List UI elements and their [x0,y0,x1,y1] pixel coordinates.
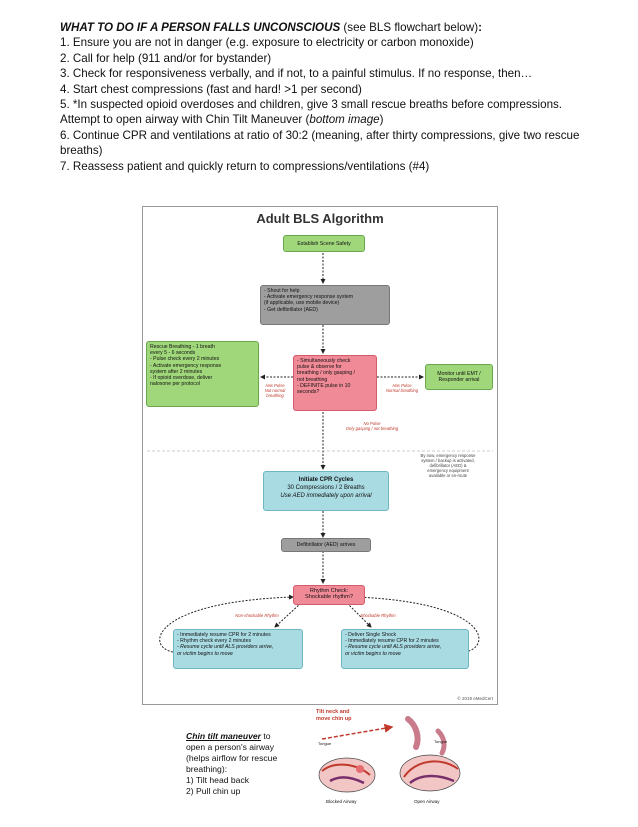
label-has-pulse-not-normal: Has Pulse Not normal breathing [264,383,286,398]
rhythm-check-box: Rhythm Check: Shockable rhythm? [293,585,365,605]
pulse-check-box: - Simultaneously check pulse & observe f… [293,355,377,411]
non-shockable-action-box: - Immediately resume CPR for 2 minutes -… [173,629,303,669]
label-non-shockable: Non-shockable Rhythm [235,613,279,618]
chin-tilt-illustration: Tilt neck and move chin up Tongue Tongue… [312,703,472,808]
emergency-note: By now, emergency response system / back… [420,453,476,478]
label-shockable: Shockable Rhythm [360,613,396,618]
flowchart-title: Adult BLS Algorithm [256,211,384,226]
instructions: WHAT TO DO IF A PERSON FALLS UNCONSCIOUS… [60,20,600,174]
step-4: 4. Start chest compressions (fast and ha… [60,82,362,96]
step-5: 5. *In suspected opioid overdoses and ch… [60,98,563,127]
tongue-label-left: Tongue [318,741,332,746]
airway-heads-icon [318,716,461,793]
step-3: 3. Check for responsiveness verbally, an… [60,67,533,81]
label-no-pulse: No Pulse Only gasping / not breathing [345,421,399,431]
label-has-pulse-normal: Has Pulse Normal breathing [385,383,419,393]
rescue-breathing-box: Rescue Breathing - 1 breath every 5 - 6 … [146,341,259,407]
blocked-airway-label: Blocked Airway [326,799,357,804]
open-airway-label: Open Airway [414,799,440,804]
aed-arrives-box: Defibrillator (AED) arrives [281,538,371,552]
flowchart-arrows [147,253,493,653]
chin-tilt-title: Chin tilt maneuver [186,731,261,741]
tongue-label-right: Tongue [434,739,448,744]
chin-tilt-caption: Chin tilt maneuver to open a person's ai… [186,731,278,796]
initiate-cpr-box: Initiate CPR Cycles 30 Compressions / 2 … [263,471,389,511]
copyright: © 2019 eMedCert [457,696,493,701]
illustration-caption: Tilt neck and move chin up [316,709,352,722]
step-2: 2. Call for help (911 and/or for bystand… [60,51,272,65]
bls-flowchart: Adult BLS Algorithm Establish Scene Safe… [142,206,498,705]
shout-for-help-box: - Shout for help - Activate emergency re… [260,285,390,325]
step-7: 7. Reassess patient and quickly return t… [60,159,430,173]
monitor-box: Monitor until EMT / Responder arrival [425,364,493,390]
instructions-title: WHAT TO DO IF A PERSON FALLS UNCONSCIOUS… [60,21,482,34]
step-1: 1. Ensure you are not in danger (e.g. ex… [60,36,474,50]
shockable-action-box: - Deliver Single Shock - Immediately res… [341,629,469,669]
scene-safety-box: Establish Scene Safety [283,235,365,252]
step-6: 6. Continue CPR and ventilations at rati… [60,128,580,158]
